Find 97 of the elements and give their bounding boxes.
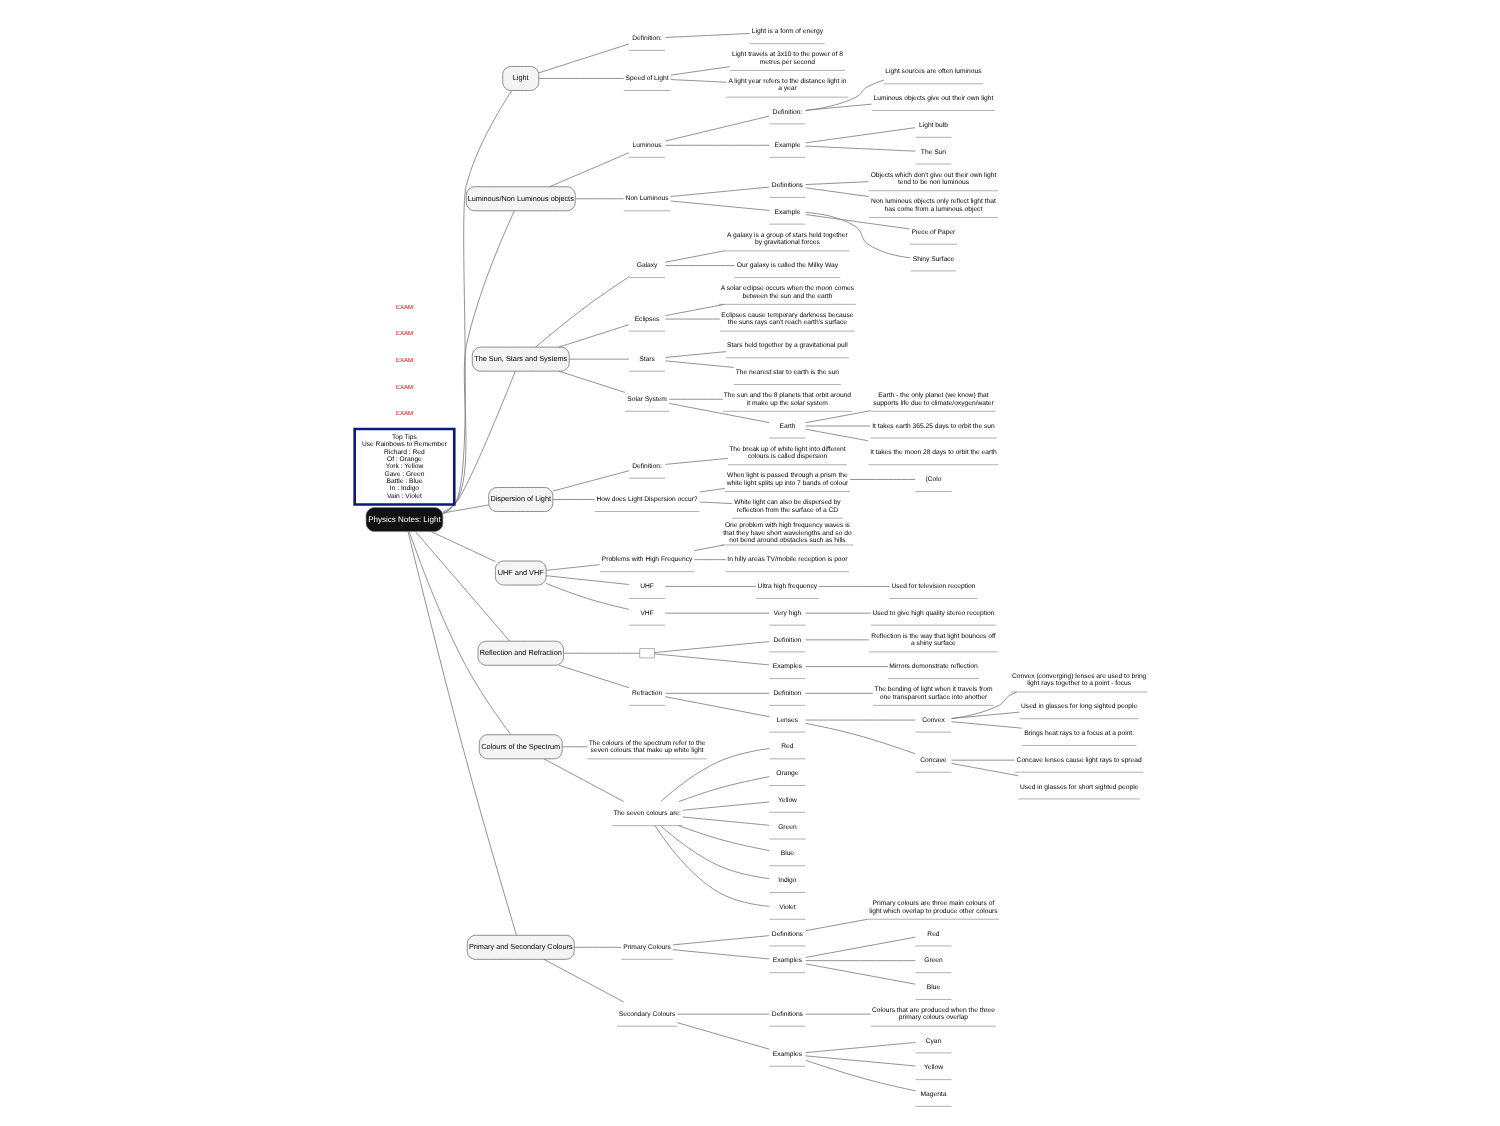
connector xyxy=(663,696,769,718)
connector xyxy=(804,692,873,694)
connector xyxy=(441,210,514,514)
connector xyxy=(653,653,769,666)
connector xyxy=(534,276,629,348)
connector xyxy=(950,711,1019,719)
connector xyxy=(804,425,870,427)
connector xyxy=(560,746,587,748)
connector xyxy=(407,531,511,736)
connector xyxy=(804,918,868,932)
connector xyxy=(537,43,629,74)
connector xyxy=(663,612,769,614)
connector xyxy=(429,531,495,562)
connector xyxy=(804,1055,915,1067)
connector xyxy=(441,370,515,513)
connector xyxy=(557,324,629,348)
connector xyxy=(663,586,756,587)
connector xyxy=(804,428,868,442)
connector xyxy=(804,145,915,152)
connector xyxy=(804,103,872,111)
connector xyxy=(804,612,871,614)
connector xyxy=(950,759,1014,761)
connector xyxy=(804,936,915,958)
connector xyxy=(545,564,600,571)
connector xyxy=(950,763,1018,777)
connector xyxy=(663,250,725,263)
connector xyxy=(659,825,769,880)
connector xyxy=(551,499,594,500)
connector xyxy=(663,692,769,694)
connector xyxy=(545,575,629,585)
connector xyxy=(804,666,888,667)
connector xyxy=(804,187,869,197)
connector xyxy=(692,544,724,552)
connector xyxy=(548,152,629,187)
connector xyxy=(804,960,915,962)
connector xyxy=(653,641,769,653)
connector xyxy=(669,200,769,211)
connector xyxy=(804,722,915,755)
connector xyxy=(663,351,726,358)
connector xyxy=(663,33,750,38)
connector xyxy=(557,664,629,689)
connector xyxy=(562,652,640,654)
connector xyxy=(677,825,769,851)
connector xyxy=(663,265,734,266)
connector xyxy=(804,127,915,144)
connector xyxy=(542,959,624,1003)
connector xyxy=(568,358,629,360)
connector xyxy=(653,825,769,907)
connector xyxy=(698,501,732,504)
connector xyxy=(441,504,488,514)
connector xyxy=(950,691,1016,719)
connector xyxy=(681,816,769,826)
connector xyxy=(698,488,725,493)
connector xyxy=(537,78,624,79)
connector xyxy=(804,963,915,985)
connector xyxy=(804,410,871,424)
connector xyxy=(669,66,730,76)
connector xyxy=(848,479,915,480)
connector xyxy=(667,402,769,424)
connector xyxy=(692,559,726,561)
connector xyxy=(675,1022,769,1050)
connector xyxy=(659,748,769,802)
connector xyxy=(551,470,629,492)
connector xyxy=(671,949,769,960)
connector xyxy=(671,935,769,946)
connector xyxy=(544,583,629,610)
connector xyxy=(675,1013,769,1015)
connector xyxy=(572,946,621,948)
node-box xyxy=(638,648,654,659)
connector xyxy=(414,531,509,642)
connector xyxy=(804,719,915,721)
connector xyxy=(542,758,624,802)
connector xyxy=(677,776,769,802)
connector xyxy=(441,90,512,515)
connector xyxy=(950,721,1022,729)
connector xyxy=(663,304,724,317)
connector xyxy=(406,531,516,936)
connector xyxy=(804,639,869,641)
connector xyxy=(669,79,726,83)
connector xyxy=(573,198,623,200)
connector xyxy=(663,115,769,142)
connector xyxy=(681,801,769,811)
connector xyxy=(804,1059,915,1092)
connector xyxy=(804,79,884,111)
connector xyxy=(804,1042,915,1053)
connector xyxy=(804,181,868,185)
connector xyxy=(663,360,734,368)
connector xyxy=(663,458,728,465)
connector xyxy=(663,318,720,320)
connector xyxy=(663,144,769,146)
connector xyxy=(804,212,910,259)
connector xyxy=(817,586,889,587)
connector xyxy=(557,370,625,393)
connector xyxy=(669,186,769,197)
connector xyxy=(804,1013,871,1015)
connector xyxy=(667,398,723,400)
connector xyxy=(804,214,909,230)
